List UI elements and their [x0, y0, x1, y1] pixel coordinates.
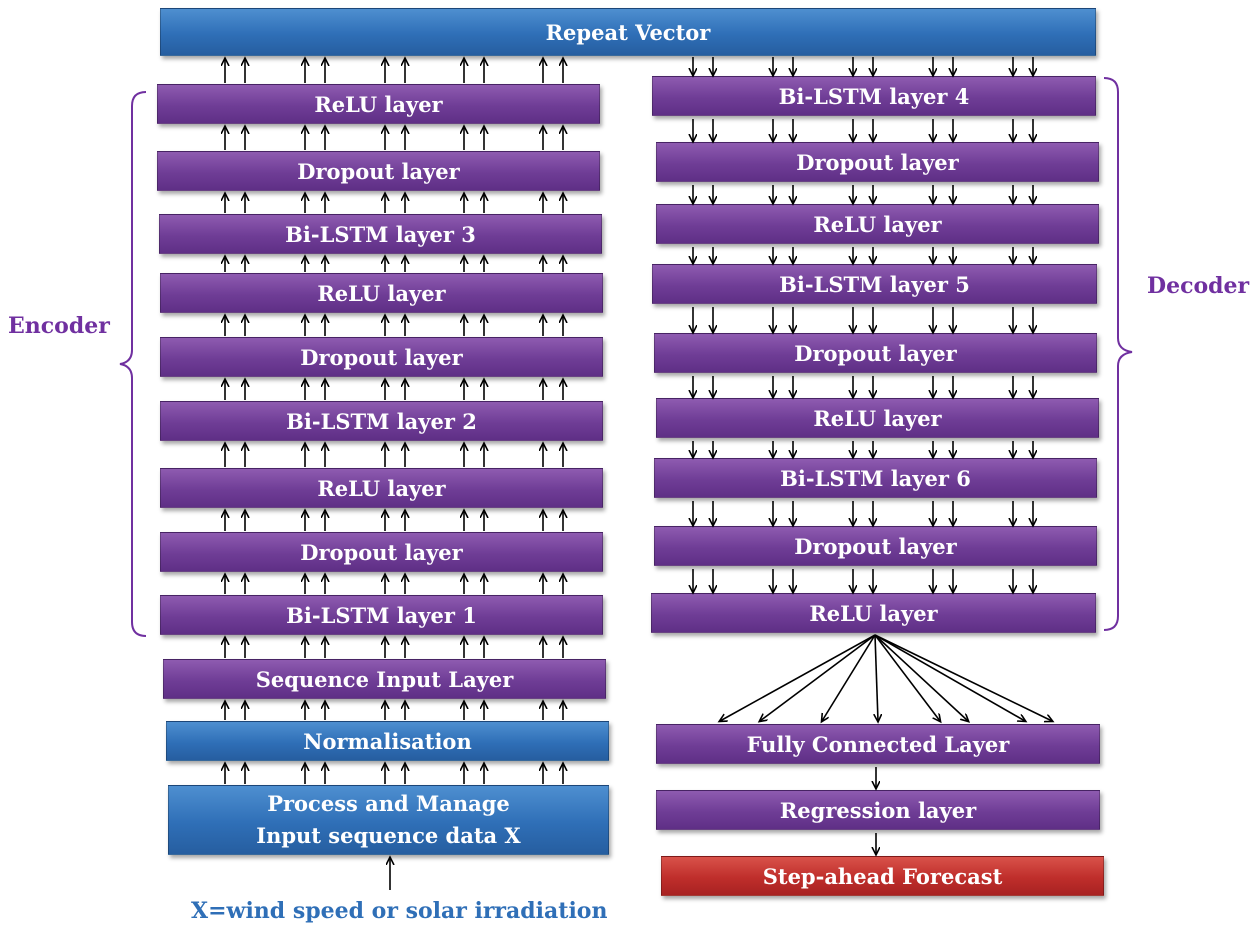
decoder-layer-label: Dropout layer [794, 340, 957, 366]
repeat-vector-label: Repeat Vector [545, 19, 711, 45]
fan-arrow [874, 634, 1052, 721]
encoder-layer-box: ReLU layer [160, 468, 603, 508]
regression-label: Regression layer [779, 797, 977, 823]
encoder-arrow-rows [225, 59, 563, 890]
encoder-layer-box: ReLU layer [157, 84, 600, 124]
encoder-layer-label: ReLU layer [317, 280, 446, 306]
encoder-layer-label: ReLU layer [317, 475, 446, 501]
decoder-arrow-rows [693, 57, 1033, 854]
decoder-layer-label: Dropout layer [794, 533, 957, 559]
encoder-layer-box: ReLU layer [160, 273, 603, 313]
encoder-layer-box: Dropout layer [157, 151, 600, 191]
decoder-layer-label: ReLU layer [813, 405, 942, 431]
encoder-layer-box: Bi-LSTM layer 3 [159, 214, 602, 254]
encoder-layer-label: Bi-LSTM layer 2 [286, 408, 477, 434]
decoder-layer-label: Bi-LSTM layer 5 [779, 271, 970, 297]
fan-arrow [760, 634, 876, 721]
process-line-1: Process and Manage [267, 791, 510, 816]
encoder-layer-label: Bi-LSTM layer 3 [285, 221, 476, 247]
fan-arrow [874, 634, 968, 721]
encoder-layer-label: ReLU layer [314, 91, 443, 117]
encoder-layer-label: Bi-LSTM layer 1 [286, 602, 477, 628]
decoder-layer-label: ReLU layer [809, 600, 938, 626]
encoder-layer-label: Dropout layer [297, 158, 460, 184]
encoder-layer-box: Bi-LSTM layer 2 [160, 401, 603, 441]
sequence-input-box: Sequence Input Layer [163, 659, 606, 699]
fan-arrow [822, 634, 876, 721]
decoder-layer-label: Bi-LSTM layer 4 [778, 83, 970, 109]
fan-arrow [720, 634, 876, 721]
encoder-label: Encoder [8, 313, 110, 339]
decoder-layer-box: Dropout layer [656, 142, 1099, 182]
decoder-layer-box: Dropout layer [654, 526, 1097, 566]
decoder-layer-label: ReLU layer [813, 211, 942, 237]
encoder-layer-box: Dropout layer [160, 532, 603, 572]
forecast-box: Step-ahead Forecast [661, 856, 1104, 896]
encoder-layer-label: Dropout layer [300, 344, 463, 370]
forecast-label: Step-ahead Forecast [762, 863, 1003, 889]
fully-connected-label: Fully Connected Layer [746, 731, 1010, 757]
process-line-2: Input sequence data X [256, 823, 521, 848]
decoder-layer-label: Bi-LSTM layer 6 [780, 465, 971, 491]
normalisation-box: Normalisation [166, 721, 609, 761]
sequence-input-label: Sequence Input Layer [255, 666, 514, 692]
normalisation-label: Normalisation [303, 728, 472, 754]
encoder-layer-box: Dropout layer [160, 337, 603, 377]
process-data-box: Process and Manage Input sequence data X [168, 785, 609, 855]
fan-arrow [874, 634, 940, 721]
decoder-label: Decoder [1147, 273, 1250, 299]
encoder-layer-label: Dropout layer [300, 539, 463, 565]
decoder-layer-label: Dropout layer [796, 149, 959, 175]
decoder-layer-box: ReLU layer [656, 204, 1099, 244]
fan-arrow [874, 634, 1025, 721]
decoder-layer-box: Bi-LSTM layer 5 [652, 264, 1097, 304]
fan-out-arrows [720, 634, 1052, 721]
encoder-layer-box: Bi-LSTM layer 1 [160, 595, 603, 635]
fan-arrow [875, 634, 878, 721]
decoder-layer-box: ReLU layer [656, 398, 1099, 438]
repeat-vector-box: Repeat Vector [160, 8, 1096, 56]
fully-connected-box: Fully Connected Layer [656, 724, 1100, 764]
input-caption: X=wind speed or solar irradiation [191, 898, 608, 924]
decoder-brace [1103, 77, 1133, 631]
encoder-brace [119, 91, 147, 637]
